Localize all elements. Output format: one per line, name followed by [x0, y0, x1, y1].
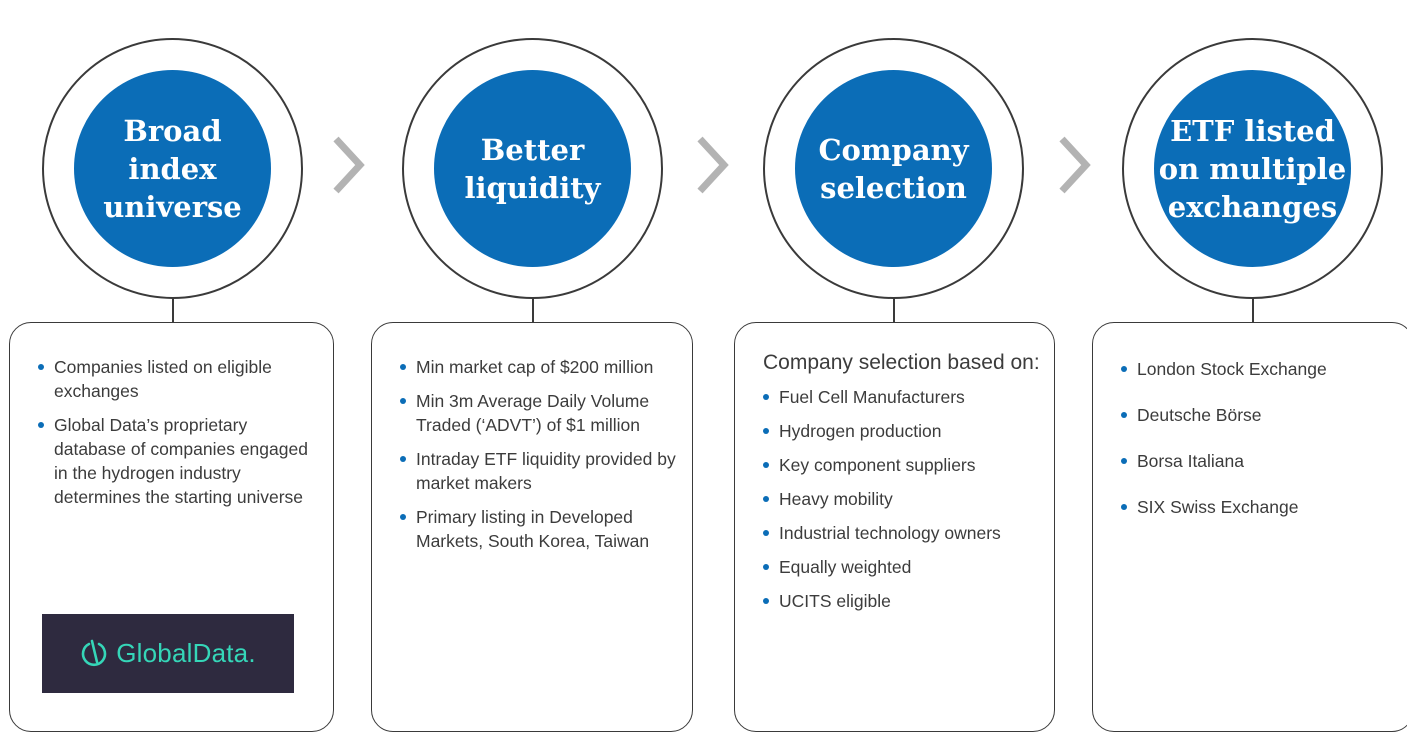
- step3-title: Company selection: [818, 132, 969, 205]
- bullet-icon: [1121, 504, 1127, 510]
- globaldata-logo: GlobalData.: [42, 614, 294, 693]
- chevron-right-icon: [1059, 136, 1091, 194]
- step2-title: Better liquidity: [464, 132, 601, 205]
- bullet-icon: [763, 428, 769, 434]
- step3-item: Industrial technology owners: [763, 521, 1043, 545]
- step3-item: Hydrogen production: [763, 419, 1043, 443]
- bullet-icon: [763, 530, 769, 536]
- bullet-icon: [1121, 366, 1127, 372]
- step2-item: Intraday ETF liquidity provided by marke…: [400, 447, 685, 495]
- step2-list: Min market cap of $200 million Min 3m Av…: [400, 355, 685, 563]
- step4-item: Deutsche Börse: [1121, 403, 1401, 427]
- step1-title: Broad index universe: [103, 113, 242, 224]
- step4-disc: ETF listed on multiple exchanges: [1154, 70, 1351, 267]
- step4-list: London Stock Exchange Deutsche Börse Bor…: [1121, 357, 1401, 541]
- step4-item: Borsa Italiana: [1121, 449, 1401, 473]
- bullet-icon: [38, 422, 44, 428]
- step3-item: Key component suppliers: [763, 453, 1043, 477]
- step1-disc: Broad index universe: [74, 70, 271, 267]
- bullet-icon: [400, 514, 406, 520]
- step3-intro: Company selection based on:: [763, 351, 1040, 374]
- bullet-icon: [763, 462, 769, 468]
- step1-item: Companies listed on eligible exchanges: [38, 355, 318, 403]
- globaldata-logo-text: GlobalData.: [116, 638, 256, 668]
- bullet-icon: [1121, 458, 1127, 464]
- step2-item: Min market cap of $200 million: [400, 355, 685, 379]
- step3-connector: [893, 297, 895, 323]
- step4-connector: [1252, 297, 1254, 323]
- step4-item: London Stock Exchange: [1121, 357, 1401, 381]
- bullet-icon: [1121, 412, 1127, 418]
- step4-title: ETF listed on multiple exchanges: [1158, 113, 1347, 224]
- bullet-icon: [763, 564, 769, 570]
- step2-item: Min 3m Average Daily Volume Traded (‘ADV…: [400, 389, 685, 437]
- step4-item: SIX Swiss Exchange: [1121, 495, 1401, 519]
- step3-item: UCITS eligible: [763, 589, 1043, 613]
- step3-item: Heavy mobility: [763, 487, 1043, 511]
- step2-connector: [532, 297, 534, 323]
- bullet-icon: [400, 364, 406, 370]
- step3-list: Fuel Cell Manufacturers Hydrogen product…: [763, 385, 1043, 613]
- bullet-icon: [38, 364, 44, 370]
- step2-box: Min market cap of $200 million Min 3m Av…: [371, 322, 693, 732]
- step3-box: Company selection based on: Fuel Cell Ma…: [734, 322, 1055, 732]
- step3-disc: Company selection: [795, 70, 992, 267]
- bullet-icon: [400, 398, 406, 404]
- step1-connector: [172, 297, 174, 323]
- step1-list: Companies listed on eligible exchanges G…: [38, 355, 318, 519]
- step3-item: Fuel Cell Manufacturers: [763, 385, 1043, 409]
- bullet-icon: [400, 456, 406, 462]
- step2-item: Primary listing in Developed Markets, So…: [400, 505, 685, 553]
- step3-item: Equally weighted: [763, 555, 1043, 579]
- chevron-right-icon: [333, 136, 365, 194]
- bullet-icon: [763, 394, 769, 400]
- step4-box: London Stock Exchange Deutsche Börse Bor…: [1092, 322, 1407, 732]
- bullet-icon: [763, 598, 769, 604]
- chevron-right-icon: [697, 136, 729, 194]
- bullet-icon: [763, 496, 769, 502]
- step2-disc: Better liquidity: [434, 70, 631, 267]
- step1-item: Global Data’s proprietary database of co…: [38, 413, 318, 509]
- globaldata-logo-icon: [82, 639, 107, 666]
